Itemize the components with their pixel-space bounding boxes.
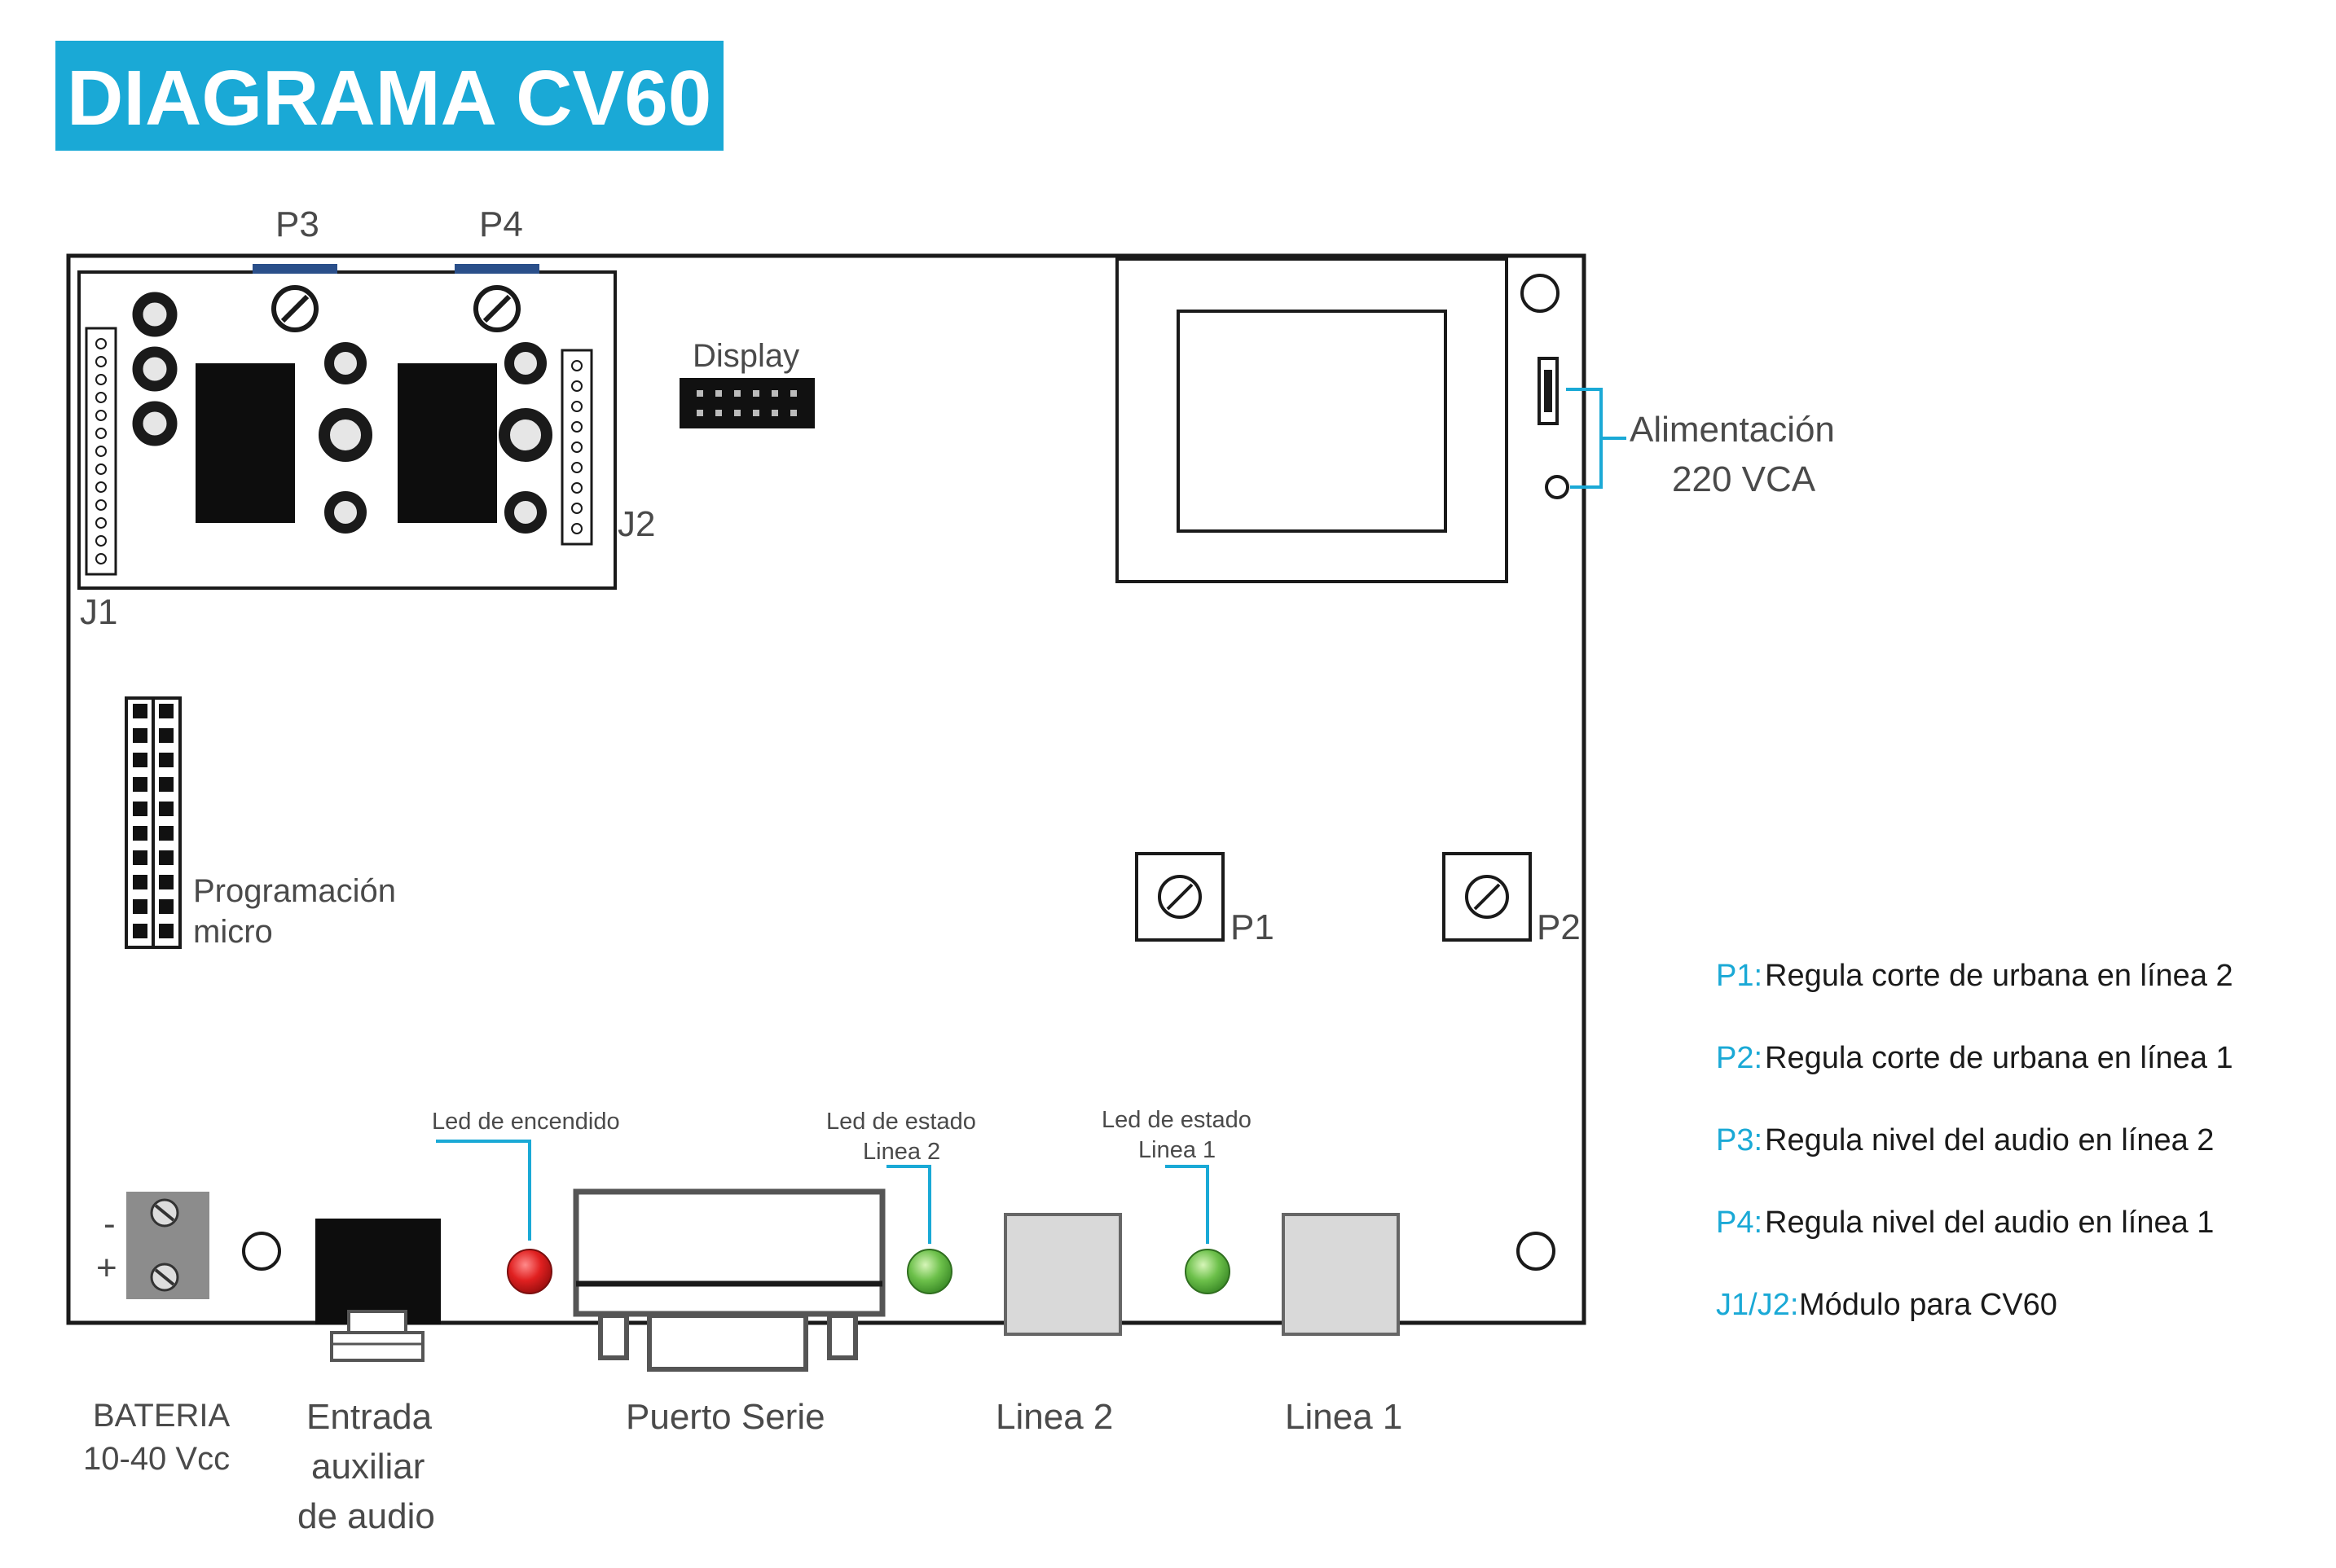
programming-label-line2: micro <box>193 914 273 950</box>
mounting-hole-top-right <box>1520 274 1560 313</box>
legend-text: Regula corte de urbana en línea 1 <box>1765 1041 2233 1075</box>
relay-right <box>398 363 497 523</box>
legend-text: Regula corte de urbana en línea 2 <box>1765 959 2233 993</box>
relay-left <box>196 363 295 523</box>
legend-key: P2: <box>1716 1041 1762 1075</box>
p4-potentiometer <box>473 285 521 332</box>
led-power-pointer <box>436 1140 531 1241</box>
display-label: Display <box>693 338 799 374</box>
module-capacitors-middle <box>319 342 372 534</box>
page-title: DIAGRAMA CV60 <box>67 55 711 142</box>
led-state-line1 <box>1185 1249 1230 1294</box>
legend-item: P3: Regula nivel del audio en línea 2 <box>1716 1123 2214 1157</box>
aux-label-line2: auxiliar <box>311 1447 425 1487</box>
legend-text: Regula nivel del audio en línea 1 <box>1765 1206 2214 1240</box>
display-connector <box>680 378 815 428</box>
main-board <box>66 253 1586 1325</box>
line2-jack <box>1004 1213 1122 1336</box>
p1-potentiometer <box>1135 852 1225 942</box>
battery-minus-label: - <box>103 1204 116 1244</box>
fuse-holder <box>1538 357 1559 425</box>
p4-label: P4 <box>479 204 523 244</box>
p1-label: P1 <box>1230 907 1274 947</box>
mounting-hole-bottom-right <box>1516 1232 1555 1271</box>
battery-label-line2: 10-40 Vcc <box>83 1441 230 1477</box>
j2-label: J2 <box>618 504 655 544</box>
led-state2-pointer <box>886 1165 931 1244</box>
p4-tab <box>455 264 539 274</box>
line1-jack <box>1282 1213 1400 1336</box>
led-state1-label-line2: Linea 1 <box>1138 1137 1216 1163</box>
programming-header <box>125 696 182 949</box>
power-terminal <box>1545 475 1569 499</box>
led-state1-label-line1: Led de estado <box>1102 1107 1252 1133</box>
legend-key: P4: <box>1716 1206 1762 1240</box>
line1-label: Linea 1 <box>1285 1397 1402 1437</box>
j2-header <box>561 349 593 546</box>
aux-label-line1: Entrada <box>306 1397 433 1437</box>
p2-label: P2 <box>1537 907 1581 947</box>
legend-text: Módulo para CV60 <box>1799 1288 2057 1322</box>
legend-item: J1/J2: Módulo para CV60 <box>1716 1288 2057 1322</box>
p3-label: P3 <box>275 204 319 244</box>
legend-key: P3: <box>1716 1123 1762 1157</box>
led-state2-label-line2: Linea 2 <box>863 1139 940 1165</box>
serial-port-label: Puerto Serie <box>626 1397 825 1437</box>
audio-module <box>77 264 617 590</box>
legend: P1: Regula corte de urbana en línea 2 P2… <box>1716 959 2233 1322</box>
programming-label-line1: Programación <box>193 873 396 909</box>
j1-label: J1 <box>80 592 117 632</box>
led-power-label: Led de encendido <box>432 1109 620 1135</box>
line2-label: Linea 2 <box>996 1397 1113 1437</box>
aux-label-line3: de audio <box>297 1496 435 1536</box>
battery-terminal <box>126 1192 209 1299</box>
power-label-line2: 220 VCA <box>1672 459 1816 499</box>
legend-item: P1: Regula corte de urbana en línea 2 <box>1716 959 2233 993</box>
p3-potentiometer <box>271 285 319 332</box>
serial-port <box>573 1188 886 1372</box>
j1-header <box>85 327 117 576</box>
battery-label-line1: BATERIA <box>93 1398 231 1434</box>
legend-key: P1: <box>1716 959 1762 993</box>
legend-text: Regula nivel del audio en línea 2 <box>1765 1123 2214 1157</box>
module-capacitors-left <box>132 292 178 446</box>
title-banner: DIAGRAMA CV60 <box>55 41 724 151</box>
power-label-line1: Alimentación <box>1630 410 1835 450</box>
aux-audio-jack <box>315 1219 441 1362</box>
mounting-hole-bottom-left <box>242 1232 281 1271</box>
led-state-line2 <box>907 1249 952 1294</box>
legend-item: P2: Regula corte de urbana en línea 1 <box>1716 1041 2233 1075</box>
legend-key: J1/J2: <box>1716 1288 1798 1322</box>
p2-potentiometer <box>1442 852 1532 942</box>
transformer <box>1115 257 1508 583</box>
module-capacitors-right <box>499 342 552 534</box>
battery-plus-label: + <box>96 1248 117 1288</box>
p3-tab <box>253 264 337 274</box>
led-state1-pointer <box>1165 1165 1209 1244</box>
led-state2-label-line1: Led de estado <box>826 1109 976 1135</box>
power-bracket <box>1566 388 1626 489</box>
legend-item: P4: Regula nivel del audio en línea 1 <box>1716 1206 2214 1240</box>
led-power <box>507 1249 552 1294</box>
